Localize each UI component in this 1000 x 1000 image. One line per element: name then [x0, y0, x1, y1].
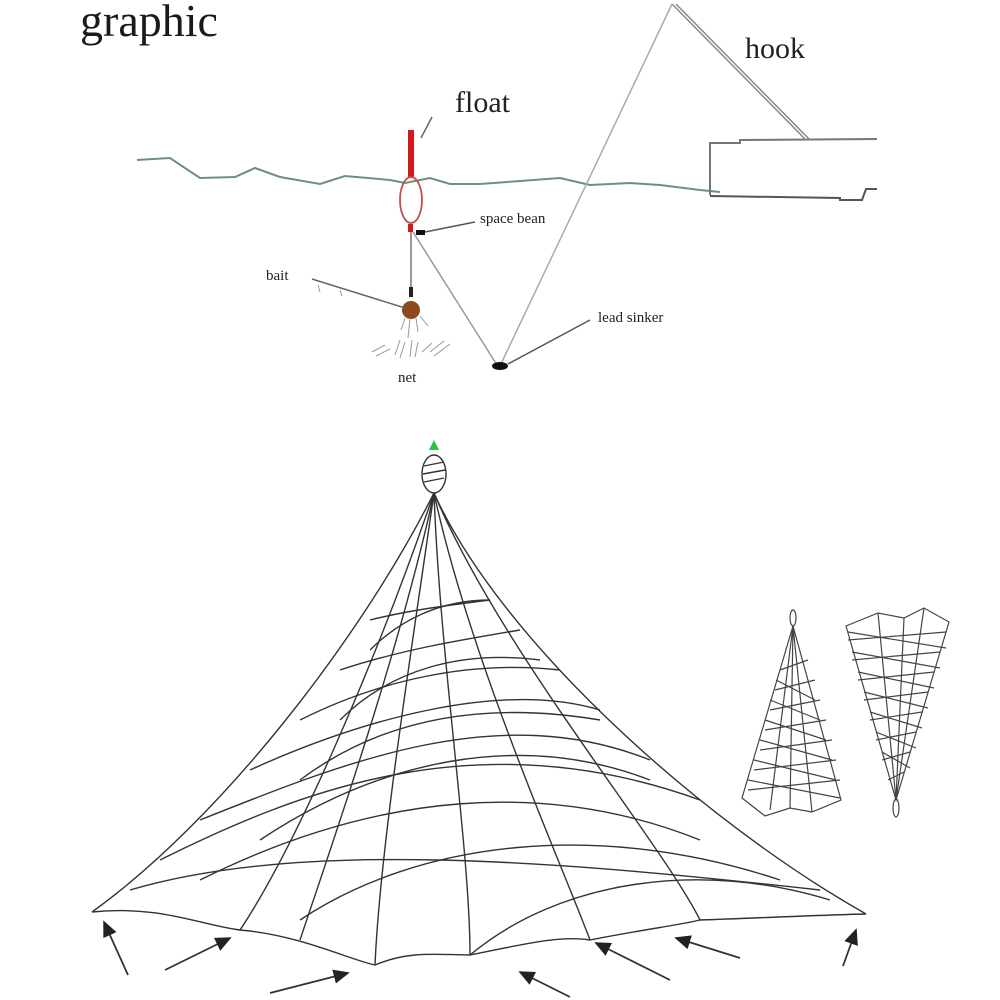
- lead-sinker-label: lead sinker: [598, 310, 664, 326]
- pull-arrows: [103, 920, 858, 998]
- fishing-rod: [671, 3, 811, 141]
- arrow-icon: [842, 928, 858, 967]
- watermark: [665, 988, 890, 996]
- lead-sinker-icon: [492, 362, 508, 370]
- space-bean-label: space bean: [480, 211, 546, 227]
- float-icon: [408, 130, 414, 178]
- bait-label: bait: [266, 268, 289, 284]
- net-label: net: [398, 370, 417, 386]
- tip-marker-icon: [429, 440, 439, 450]
- space-bean-icon: [416, 230, 425, 235]
- boat-icon: [709, 138, 878, 201]
- bait-icon: [402, 301, 420, 319]
- inverted-net-diagram: [845, 607, 950, 818]
- main-line: [499, 3, 673, 367]
- arrow-icon: [594, 942, 671, 981]
- arrow-icon: [164, 937, 232, 971]
- water-surface-line: [136, 156, 721, 193]
- arrow-icon: [269, 969, 350, 994]
- float-loop: [399, 176, 423, 224]
- folded-net-diagram: [741, 609, 842, 817]
- arrow-icon: [674, 935, 741, 959]
- arrow-icon: [103, 920, 129, 976]
- hook-label: hook: [745, 32, 805, 65]
- fishing-net-diagram: [91, 440, 867, 966]
- diagram-title: graphic: [80, 0, 218, 46]
- float-label: float: [455, 86, 510, 119]
- arrow-icon: [518, 971, 571, 998]
